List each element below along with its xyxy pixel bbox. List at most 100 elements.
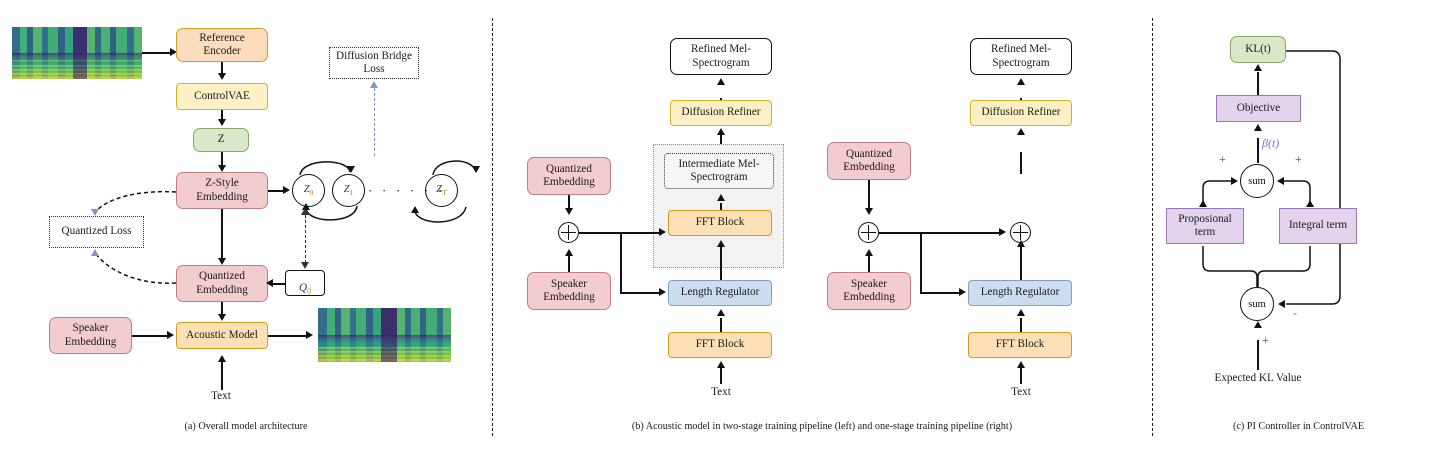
node-z-style-embedding[interactable]: Z-Style Embedding xyxy=(176,172,268,209)
node-reference-encoder[interactable]: Reference Encoder xyxy=(176,28,268,62)
arrowhead-c-prop-to-sum xyxy=(1231,176,1238,185)
node-b-right-quantized-embedding[interactable]: Quantized Embedding xyxy=(827,142,911,180)
node-b-left-refined-mel[interactable]: Refined Mel- Spectrogram xyxy=(670,38,772,75)
arrowhead-speaker-to-acoustic xyxy=(167,330,174,339)
node-b-left-length-regulator[interactable]: Length Regulator xyxy=(668,280,772,306)
conn-c-sum-to-objective xyxy=(1257,138,1259,163)
node-c-sum-lower[interactable]: sum xyxy=(1240,287,1274,321)
arrowhead-z1-to-z0 xyxy=(302,203,310,210)
arrowhead-b-left-refiner xyxy=(716,128,725,135)
panel-a-overall-architecture: Reference Encoder ControlVAE Z Z-Style E… xyxy=(0,0,492,453)
node-b-left-diffusion-refiner[interactable]: Diffusion Refiner xyxy=(670,100,772,126)
arrowhead-b-left-fftbot xyxy=(716,361,725,368)
node-b-left-fft-block-bottom[interactable]: FFT Block xyxy=(668,332,772,358)
node-b-right-length-regulator[interactable]: Length Regulator xyxy=(968,280,1072,306)
node-quantized-embedding[interactable]: Quantized Embedding xyxy=(176,265,268,302)
arrowhead-c-sum-to-int xyxy=(1306,200,1314,207)
label-c-left-plus: + xyxy=(1219,152,1226,166)
conn-q0-to-qemb xyxy=(272,283,285,285)
node-b-right-diffusion-refiner[interactable]: Diffusion Refiner xyxy=(970,100,1072,126)
node-c-objective[interactable]: Objective xyxy=(1216,95,1301,122)
arrowhead-b-left-qemb-oplus xyxy=(564,208,573,215)
node-c-integral-term[interactable]: Integral term xyxy=(1279,208,1357,244)
node-speaker-embedding[interactable]: Speaker Embedding xyxy=(49,317,132,354)
arrowhead-b-right-lr-oplus xyxy=(1016,240,1025,247)
arrowhead-b-right-refined xyxy=(1016,78,1025,85)
panel-b-acoustic-model: Refined Mel- Spectrogram Diffusion Refin… xyxy=(492,0,1152,453)
conn-b-right-oplus-to-lr xyxy=(920,292,962,294)
conn-zstyle-to-z0 xyxy=(268,190,287,192)
node-c-proposional-term[interactable]: Proposional term xyxy=(1166,208,1244,244)
arrowhead-b-left-lr xyxy=(716,309,725,316)
arrowhead-refenc-to-controlvae xyxy=(217,73,226,80)
oplus-b-right xyxy=(858,222,879,243)
label-c-right-plus: + xyxy=(1295,152,1302,166)
arrowhead-c-int-to-sum xyxy=(1277,176,1284,185)
conn-b-left-text-to-fftbot xyxy=(720,368,722,384)
chain-node-zt[interactable]: ZT xyxy=(425,174,458,207)
conn-z-to-zstyle xyxy=(221,152,223,168)
node-c-kl-t[interactable]: KL(t) xyxy=(1230,36,1286,63)
conn-c-objective-to-kl xyxy=(1257,72,1259,95)
chain-node-z1[interactable]: Z1 xyxy=(332,174,365,207)
node-diffusion-bridge-loss[interactable]: Diffusion Bridge Loss xyxy=(329,47,419,79)
node-controlvae[interactable]: ControlVAE xyxy=(176,83,268,110)
conn-b-right-spk-to-oplus xyxy=(868,256,870,272)
conn-b-right-oplus-right xyxy=(879,232,1003,234)
caption-panel-a: (a) Overall model architecture xyxy=(184,421,308,432)
arrowhead-b-left-refined xyxy=(716,78,725,85)
node-c-sum-upper[interactable]: sum xyxy=(1240,164,1274,198)
conn-text-to-acoustic xyxy=(221,362,223,390)
arrowhead-q0-to-qemb xyxy=(266,278,273,287)
arrowhead-q0-up-to-z0 xyxy=(301,208,309,215)
arrowhead-to-zt xyxy=(472,166,480,173)
arrowhead-c-objective xyxy=(1253,124,1262,131)
node-b-left-quantized-embedding[interactable]: Quantized Embedding xyxy=(527,157,611,195)
conn-zstyle-to-qemb xyxy=(221,209,223,263)
output-spectrogram-image xyxy=(318,308,451,362)
node-b-right-fft-block-bottom[interactable]: FFT Block xyxy=(968,332,1072,358)
conn-c-input-to-sum xyxy=(1257,340,1259,370)
caption-panel-b: (b) Acoustic model in two-stage training… xyxy=(631,421,1013,432)
conn-b-left-fftbot-to-lr xyxy=(720,318,722,334)
conn-b-right-text-to-fftbot xyxy=(1020,368,1022,384)
arrowhead-bridge-loss xyxy=(370,81,378,88)
chain-node-z1-label: Z1 xyxy=(343,183,354,198)
label-text-input-a: Text xyxy=(211,390,231,402)
node-quantized-loss[interactable]: Quantized Loss xyxy=(49,216,144,248)
conn-b-left-oplus-to-lr xyxy=(620,292,662,294)
node-b-left-intermediate-mel[interactable]: Intermediate Mel- Spectrogram xyxy=(664,153,774,189)
arrowhead-c-sum-to-prop xyxy=(1199,200,1207,207)
arrowhead-z0-to-z1 xyxy=(346,166,355,173)
arrowhead-b-left-ffttop xyxy=(716,240,725,247)
arrowhead-zstyle-to-z0 xyxy=(283,185,290,194)
node-b-left-fft-block-top[interactable]: FFT Block xyxy=(668,210,772,236)
label-c-feedback-minus: - xyxy=(1293,306,1297,320)
label-c-expected-kl-value: Expected KL Value xyxy=(1214,372,1302,384)
conn-acoustic-to-outspec xyxy=(268,335,310,337)
node-b-right-speaker-embedding[interactable]: Speaker Embedding xyxy=(827,272,911,310)
chain-node-zt-label: ZT xyxy=(436,183,447,198)
node-z[interactable]: Z xyxy=(193,128,249,152)
conn-b-left-oplus-down xyxy=(620,232,622,293)
arrowhead-b-right-spk-oplus xyxy=(864,249,873,256)
arrowhead-text-to-acoustic xyxy=(217,355,226,362)
chain-ellipsis: · · · · · · xyxy=(368,183,446,198)
arrowhead-zt-back xyxy=(411,206,419,213)
node-q0[interactable]: Q0 xyxy=(285,270,325,296)
arrowhead-acoustic-to-outspec xyxy=(306,330,313,339)
arrowhead-qemb-to-qloss xyxy=(91,249,99,256)
node-b-left-speaker-embedding[interactable]: Speaker Embedding xyxy=(527,272,611,310)
panel-separator-1 xyxy=(492,18,493,436)
conn-speaker-to-acoustic xyxy=(132,335,170,337)
node-b-right-refined-mel[interactable]: Refined Mel- Spectrogram xyxy=(970,38,1072,75)
arrowhead-zstyle-to-qloss xyxy=(91,209,99,216)
arrowhead-b-right-oplus-merge xyxy=(999,227,1006,236)
arrowhead-b-left-interm xyxy=(716,194,725,201)
conn-b-left-spk-to-oplus xyxy=(568,256,570,272)
conn-b-right-lr-to-oplus xyxy=(1020,246,1022,282)
node-acoustic-model[interactable]: Acoustic Model xyxy=(176,322,268,349)
arrowhead-z0-down-to-q0 xyxy=(301,262,309,269)
arrowhead-b-left-oplus-ffttop xyxy=(659,227,666,236)
conn-b-right-fftbot-to-lr xyxy=(1020,318,1022,334)
